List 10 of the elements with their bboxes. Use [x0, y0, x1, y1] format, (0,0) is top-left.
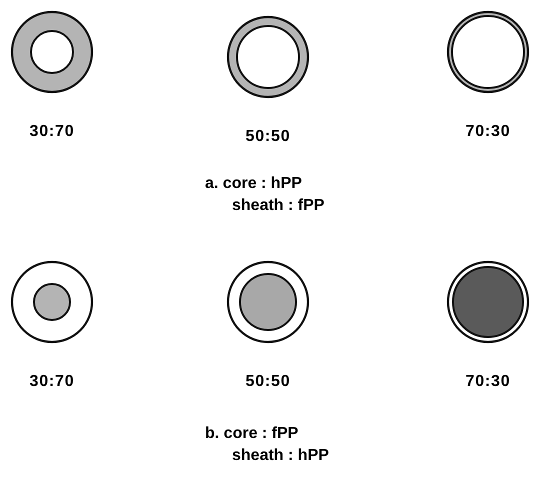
ratio-label: 50:50 [246, 127, 290, 147]
composition-label: sheath : fPP [232, 196, 324, 216]
ratio-label: 50:50 [246, 372, 290, 392]
composition-label: a. core : hPP [205, 174, 302, 194]
composition-label: b. core : fPP [205, 424, 298, 444]
ratio-label: 30:70 [30, 372, 74, 392]
ratio-label: 30:70 [30, 122, 74, 142]
ratio-label: 70:30 [466, 372, 510, 392]
composition-label: sheath : hPP [232, 446, 329, 466]
ratio-label: 70:30 [466, 122, 510, 142]
